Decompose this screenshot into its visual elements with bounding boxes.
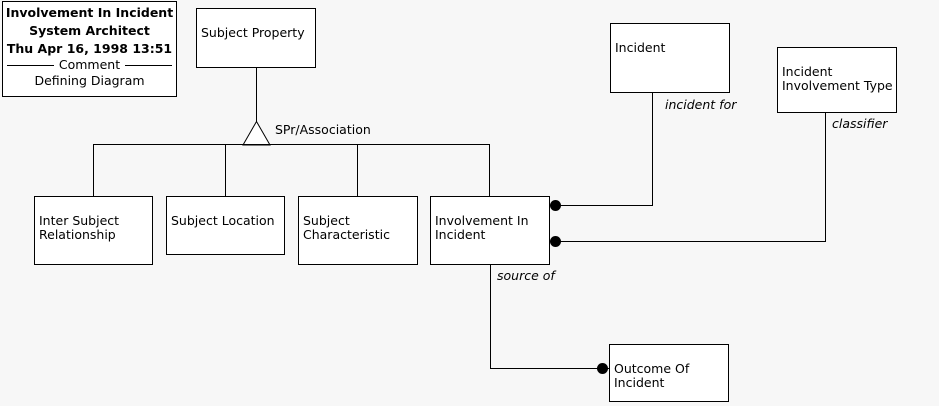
- connector-source-of-horizontal: [490, 368, 610, 369]
- comment-caption: Comment: [58, 57, 121, 72]
- node-label-subject-characteristic: Subject Characteristic: [303, 213, 390, 242]
- edge-label-source-of: source of: [497, 268, 555, 283]
- generalization-bus: [93, 144, 490, 145]
- node-inter-subject-relationship[interactable]: Inter Subject Relationship: [34, 196, 153, 265]
- node-subject-property[interactable]: Subject Property: [196, 8, 316, 68]
- node-label-inter-subject-relationship: Inter Subject Relationship: [39, 213, 120, 242]
- connector-classifier-horizontal: [555, 241, 825, 242]
- connector-incident-for-vertical: [652, 93, 653, 206]
- node-outcome-of-incident[interactable]: Outcome Of Incident: [609, 344, 729, 402]
- title-line-3: Thu Apr 16, 1998 13:51: [6, 41, 173, 56]
- divider-rule-left: [7, 64, 54, 66]
- connector-subject-property-to-triangle: [256, 67, 257, 122]
- association-end-dot-incident-for: [550, 200, 561, 211]
- node-incident-involvement-type[interactable]: Incident Involvement Type: [777, 47, 897, 113]
- connector-bus-to-inter-subject-relationship: [93, 144, 94, 196]
- node-subject-characteristic[interactable]: Subject Characteristic: [298, 196, 418, 265]
- node-label-outcome-of-incident: Outcome Of Incident: [614, 361, 690, 390]
- connector-incident-for-horizontal: [555, 205, 652, 206]
- diagram-subtitle: Defining Diagram: [34, 73, 145, 88]
- node-involvement-in-incident[interactable]: Involvement In Incident: [430, 196, 550, 265]
- node-label-incident: Incident: [615, 40, 666, 55]
- connector-source-of-vertical: [490, 265, 491, 369]
- title-line-1: Involvement In Incident: [5, 5, 174, 20]
- edge-label-generalization: SPr/Association: [275, 122, 371, 137]
- title-line-2: System Architect: [29, 23, 150, 38]
- connector-bus-to-subject-location: [225, 144, 226, 196]
- diagram-title-block: Involvement In Incident System Architect…: [2, 1, 177, 97]
- node-label-subject-location: Subject Location: [171, 213, 275, 228]
- node-label-involvement-in-incident: Involvement In Incident: [435, 213, 529, 242]
- comment-divider: Comment: [3, 58, 176, 72]
- node-subject-location[interactable]: Subject Location: [166, 196, 285, 255]
- edge-label-incident-for: incident for: [665, 97, 737, 112]
- connector-classifier-vertical: [825, 113, 826, 242]
- divider-rule-right: [125, 64, 172, 66]
- connector-bus-to-subject-characteristic: [357, 144, 358, 196]
- connector-bus-to-involvement-in-incident: [489, 144, 490, 196]
- node-label-incident-involvement-type: Incident Involvement Type: [782, 64, 893, 93]
- edge-label-classifier: classifier: [832, 116, 888, 131]
- node-label-subject-property: Subject Property: [201, 25, 305, 40]
- association-end-dot-classifier: [550, 236, 561, 247]
- association-end-dot-source-of: [597, 363, 608, 374]
- node-incident[interactable]: Incident: [610, 23, 730, 93]
